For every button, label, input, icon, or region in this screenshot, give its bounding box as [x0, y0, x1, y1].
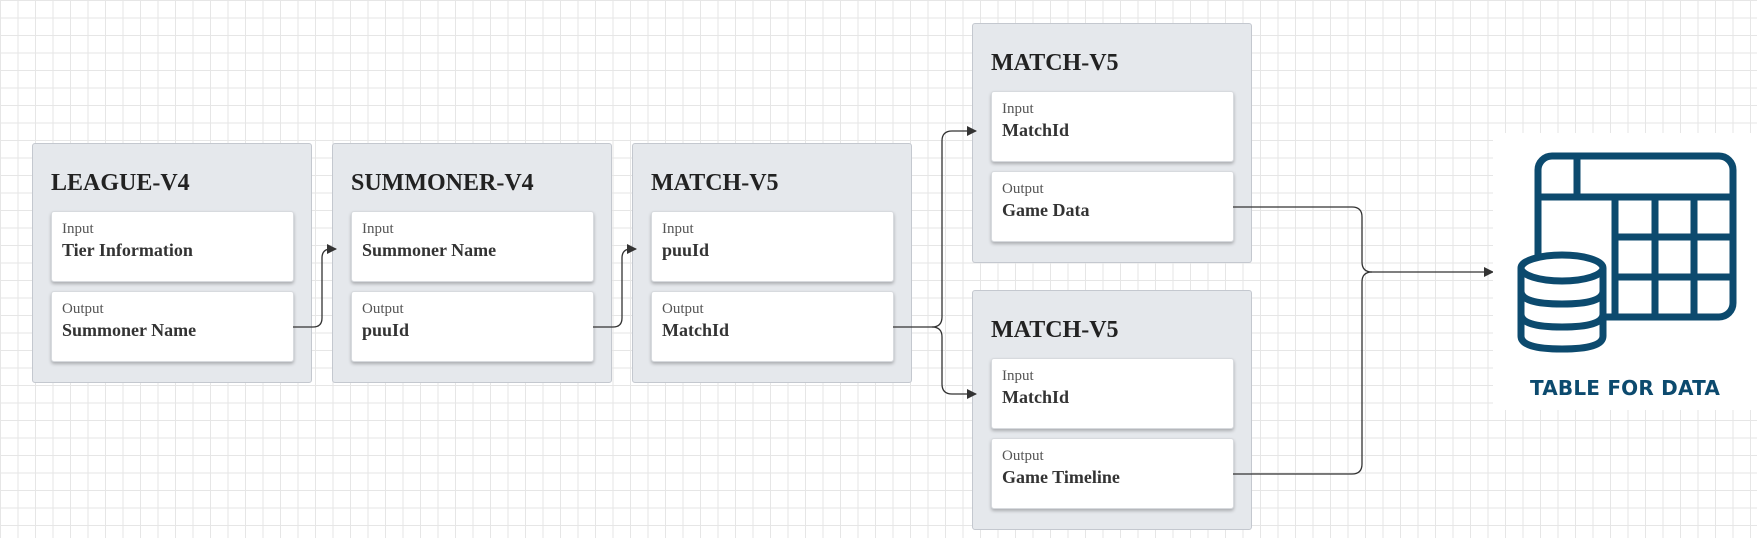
- output-label: Output: [1002, 181, 1044, 197]
- input-value: MatchId: [1002, 120, 1069, 140]
- connector-timeline-to-table: [1233, 271, 1373, 475]
- input-label: Input: [62, 221, 94, 237]
- panel-title: MATCH-V5: [651, 170, 779, 196]
- output-card[interactable]: Output Game Timeline: [991, 438, 1234, 509]
- connector-gamedata-to-table: [1233, 206, 1494, 277]
- output-label: Output: [62, 301, 104, 317]
- panel-match-v5-data[interactable]: MATCH-V5 Input MatchId Output Game Data: [972, 23, 1252, 263]
- output-label: Output: [362, 301, 404, 317]
- input-value: Summoner Name: [362, 240, 497, 260]
- output-value: Game Data: [1002, 200, 1090, 220]
- input-card[interactable]: Input Summoner Name: [351, 211, 594, 282]
- panel-title: SUMMONER-V4: [351, 170, 534, 196]
- output-value: Game Timeline: [1002, 467, 1120, 487]
- database-table-icon: [1517, 152, 1737, 353]
- output-card[interactable]: Output Game Data: [991, 171, 1234, 242]
- output-value: Summoner Name: [62, 320, 197, 340]
- output-label: Output: [1002, 448, 1044, 464]
- output-value: MatchId: [662, 320, 729, 340]
- connector-match-to-timeline: [931, 326, 977, 399]
- output-card[interactable]: Output Summoner Name: [51, 291, 294, 362]
- input-card[interactable]: Input puuId: [651, 211, 894, 282]
- input-card[interactable]: Input MatchId: [991, 358, 1234, 429]
- input-card[interactable]: Input MatchId: [991, 91, 1234, 162]
- panel-league-v4[interactable]: LEAGUE-V4 Input Tier Information Output …: [32, 143, 312, 383]
- output-card[interactable]: Output MatchId: [651, 291, 894, 362]
- destination-table[interactable]: TABLE FOR DATA: [1493, 133, 1757, 410]
- output-label: Output: [662, 301, 704, 317]
- input-value: Tier Information: [62, 240, 193, 260]
- panel-title: MATCH-V5: [991, 50, 1119, 76]
- input-label: Input: [1002, 101, 1034, 117]
- input-value: MatchId: [1002, 387, 1069, 407]
- input-card[interactable]: Input Tier Information: [51, 211, 294, 282]
- output-value: puuId: [362, 320, 410, 340]
- panel-title: MATCH-V5: [991, 317, 1119, 343]
- table-caption: TABLE FOR DATA: [1529, 376, 1721, 400]
- panel-match-v5-timeline[interactable]: MATCH-V5 Input MatchId Output Game Timel…: [972, 290, 1252, 530]
- panel-match-v5-ids[interactable]: MATCH-V5 Input puuId Output MatchId: [632, 143, 912, 383]
- input-value: puuId: [662, 240, 710, 260]
- output-card[interactable]: Output puuId: [351, 291, 594, 362]
- input-label: Input: [1002, 368, 1034, 384]
- input-label: Input: [362, 221, 394, 237]
- panel-summoner-v4[interactable]: SUMMONER-V4 Input Summoner Name Output p…: [332, 143, 612, 383]
- panel-title: LEAGUE-V4: [51, 170, 190, 196]
- input-label: Input: [662, 221, 694, 237]
